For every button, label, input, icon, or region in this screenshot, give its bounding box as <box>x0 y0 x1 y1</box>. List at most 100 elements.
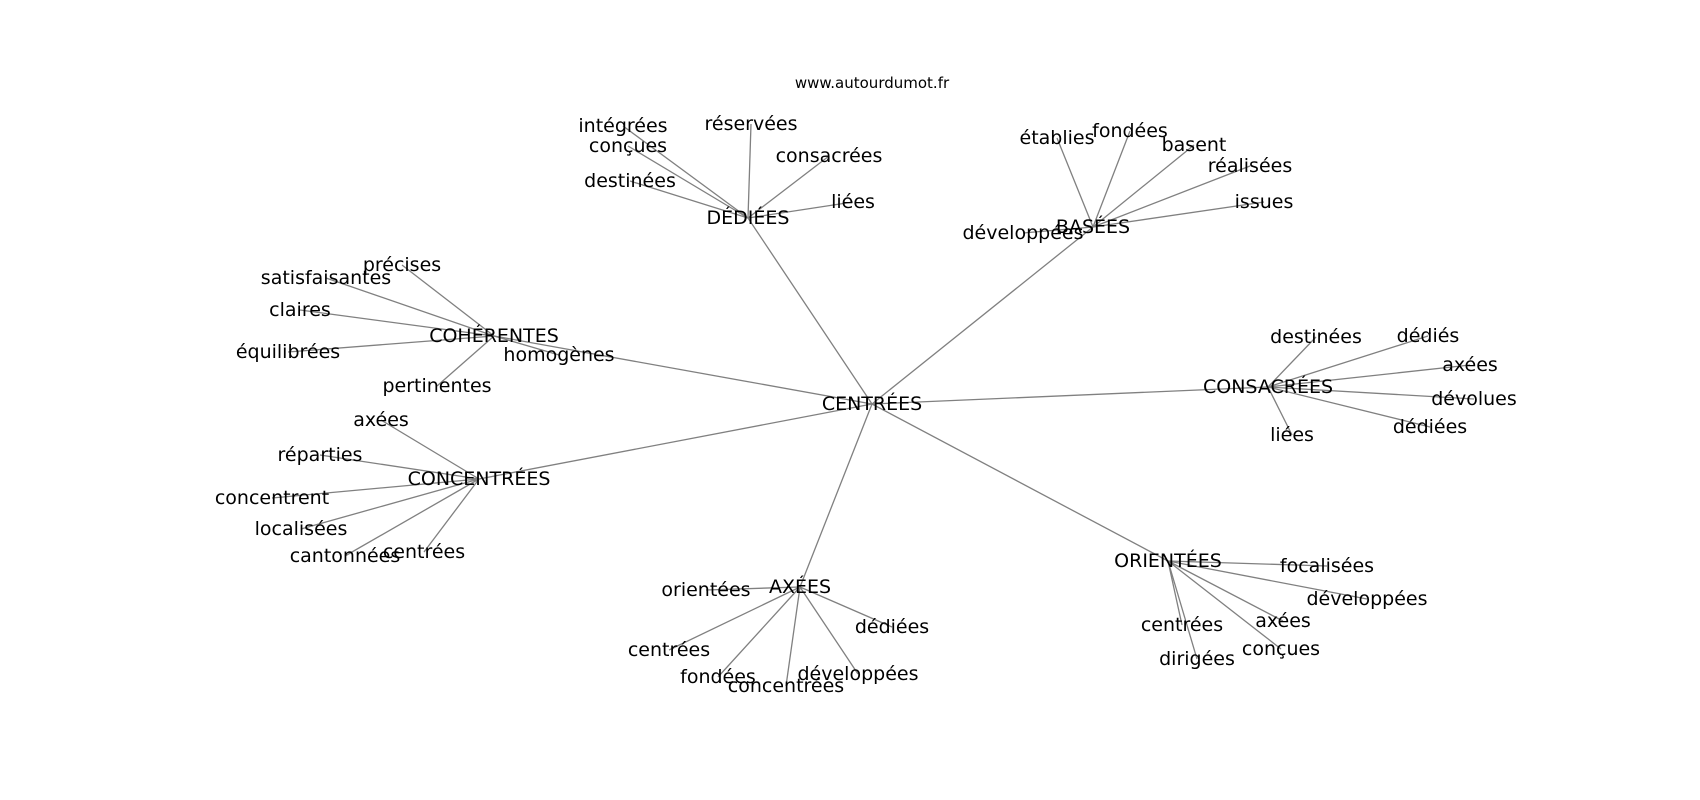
edge-center-5 <box>799 403 873 588</box>
leaf-word[interactable]: homogènes <box>503 344 614 366</box>
edge-hub6-leaf2 <box>1167 560 1183 626</box>
leaf-word[interactable]: précises <box>363 254 441 276</box>
leaf-word[interactable]: fondées <box>680 666 756 688</box>
hub-word[interactable]: CONSACRÉES <box>1203 375 1333 398</box>
edge-hub3-leaf1 <box>1267 335 1429 388</box>
leaf-word[interactable]: réalisées <box>1208 155 1292 177</box>
leaf-word[interactable]: concentrent <box>215 487 329 509</box>
edge-hub2-leaf1 <box>325 277 495 337</box>
graph-labels: www.autourdumot.fr intégrées réservées con… <box>215 74 1517 697</box>
leaf-word[interactable]: établies <box>1020 127 1095 149</box>
hub-word[interactable]: BASÉES <box>1056 215 1130 238</box>
edge-hub6-leaf1 <box>1167 560 1368 600</box>
edge-hub5-leaf3 <box>717 586 801 678</box>
leaf-word[interactable]: réparties <box>278 444 363 466</box>
leaf-word[interactable]: focalisées <box>1280 555 1374 577</box>
edge-hub4-leaf1 <box>319 454 480 480</box>
leaf-word[interactable]: axées <box>1442 354 1498 376</box>
leaf-word[interactable]: développées <box>963 222 1084 244</box>
edge-hub0-leaf4 <box>629 180 749 219</box>
edge-hub1-leaf0 <box>1056 137 1094 228</box>
edge-hub2-leaf2 <box>299 309 495 337</box>
leaf-word[interactable]: concentrées <box>728 675 844 697</box>
center-word[interactable]: CENTRÉES <box>822 392 922 415</box>
leaf-word[interactable]: claires <box>269 299 331 321</box>
leaf-word[interactable]: développées <box>1307 588 1428 610</box>
leaf-word[interactable]: dédiées <box>1393 416 1467 438</box>
graph-edges <box>271 123 1475 687</box>
edge-hub0-leaf5 <box>747 201 854 219</box>
edge-hub1-leaf1 <box>1092 130 1131 228</box>
site-url: www.autourdumot.fr <box>795 74 950 92</box>
edge-hub5-leaf5 <box>799 586 859 675</box>
leaf-word[interactable]: consacrées <box>776 145 883 167</box>
leaf-word[interactable]: destinées <box>584 170 676 192</box>
leaf-word[interactable]: équilibrées <box>236 341 340 363</box>
edge-hub0-leaf2 <box>627 145 749 219</box>
leaf-word[interactable]: dévolues <box>1431 388 1517 410</box>
leaf-word[interactable]: centrées <box>1141 614 1223 636</box>
edge-hub6-leaf5 <box>1167 560 1282 650</box>
edge-hub5-leaf4 <box>785 586 801 687</box>
leaf-word[interactable]: intégrées <box>578 115 667 137</box>
edge-hub1-leaf5 <box>1022 226 1094 234</box>
edge-hub2-leaf3 <box>287 335 495 353</box>
leaf-word[interactable]: dédiées <box>855 616 929 638</box>
leaf-word[interactable]: axées <box>353 409 409 431</box>
leaf-word[interactable]: centrées <box>628 639 710 661</box>
edge-hub0-leaf0 <box>622 125 749 219</box>
leaf-word[interactable]: pertinentes <box>382 375 491 397</box>
leaf-word[interactable]: centrées <box>383 541 465 563</box>
edge-hub1-leaf3 <box>1092 165 1251 228</box>
leaf-word[interactable]: conçues <box>589 135 667 157</box>
edge-center-1 <box>871 226 1094 405</box>
edge-hub0-leaf1 <box>747 123 752 219</box>
edge-hub6-leaf4 <box>1167 560 1198 660</box>
edge-hub1-leaf4 <box>1092 201 1265 228</box>
edge-hub6-leaf3 <box>1167 560 1284 622</box>
leaf-word[interactable]: fondées <box>1092 120 1168 142</box>
leaf-word[interactable]: liées <box>831 191 875 213</box>
leaf-word[interactable]: développées <box>798 663 919 685</box>
edge-hub4-leaf5 <box>423 478 480 553</box>
edge-hub0-leaf3 <box>747 155 830 219</box>
edge-hub2-leaf4 <box>493 335 560 356</box>
edge-hub2-leaf0 <box>401 264 495 337</box>
edge-center-6 <box>871 403 1169 562</box>
edge-hub3-leaf0 <box>1267 336 1317 388</box>
leaf-word[interactable]: issues <box>1235 191 1294 213</box>
edge-center-3 <box>871 386 1269 405</box>
hub-word[interactable]: DÉDIÉES <box>707 206 790 229</box>
leaf-word[interactable]: axées <box>1255 610 1311 632</box>
leaf-word[interactable]: réservées <box>704 113 797 135</box>
leaf-word[interactable]: localisées <box>255 518 348 540</box>
leaf-word[interactable]: satisfaisantes <box>261 267 391 289</box>
hub-word[interactable]: CONCENTRÉES <box>408 467 551 490</box>
leaf-word[interactable]: dirigées <box>1159 648 1235 670</box>
edge-center-4 <box>478 403 873 480</box>
edge-center-0 <box>747 217 873 405</box>
leaf-word[interactable]: liées <box>1270 424 1314 446</box>
hub-word[interactable]: AXÉES <box>769 575 831 598</box>
leaf-word[interactable]: destinées <box>1270 326 1362 348</box>
edge-hub3-leaf5 <box>1267 386 1293 436</box>
edge-hub5-leaf2 <box>668 586 801 651</box>
hub-word[interactable]: COHÉRENTES <box>429 324 559 347</box>
leaf-word[interactable]: dédiés <box>1397 325 1460 347</box>
leaf-word[interactable]: orientées <box>661 579 750 601</box>
edge-hub4-leaf0 <box>380 419 480 480</box>
leaf-word[interactable]: basent <box>1162 134 1227 156</box>
edge-hub6-leaf0 <box>1167 560 1328 567</box>
edge-hub1-leaf2 <box>1092 144 1195 228</box>
hub-word[interactable]: ORIENTÉES <box>1114 549 1222 572</box>
edge-hub3-leaf4 <box>1267 386 1431 428</box>
edge-hub4-leaf2 <box>271 478 480 499</box>
leaf-word[interactable]: conçues <box>1242 638 1320 660</box>
edge-hub3-leaf3 <box>1267 386 1475 400</box>
edge-hub4-leaf4 <box>344 478 480 557</box>
leaf-word[interactable]: cantonnées <box>290 545 401 567</box>
edge-hub5-leaf0 <box>705 586 801 591</box>
edge-hub4-leaf3 <box>300 478 480 530</box>
edge-hub5-leaf1 <box>799 586 893 628</box>
